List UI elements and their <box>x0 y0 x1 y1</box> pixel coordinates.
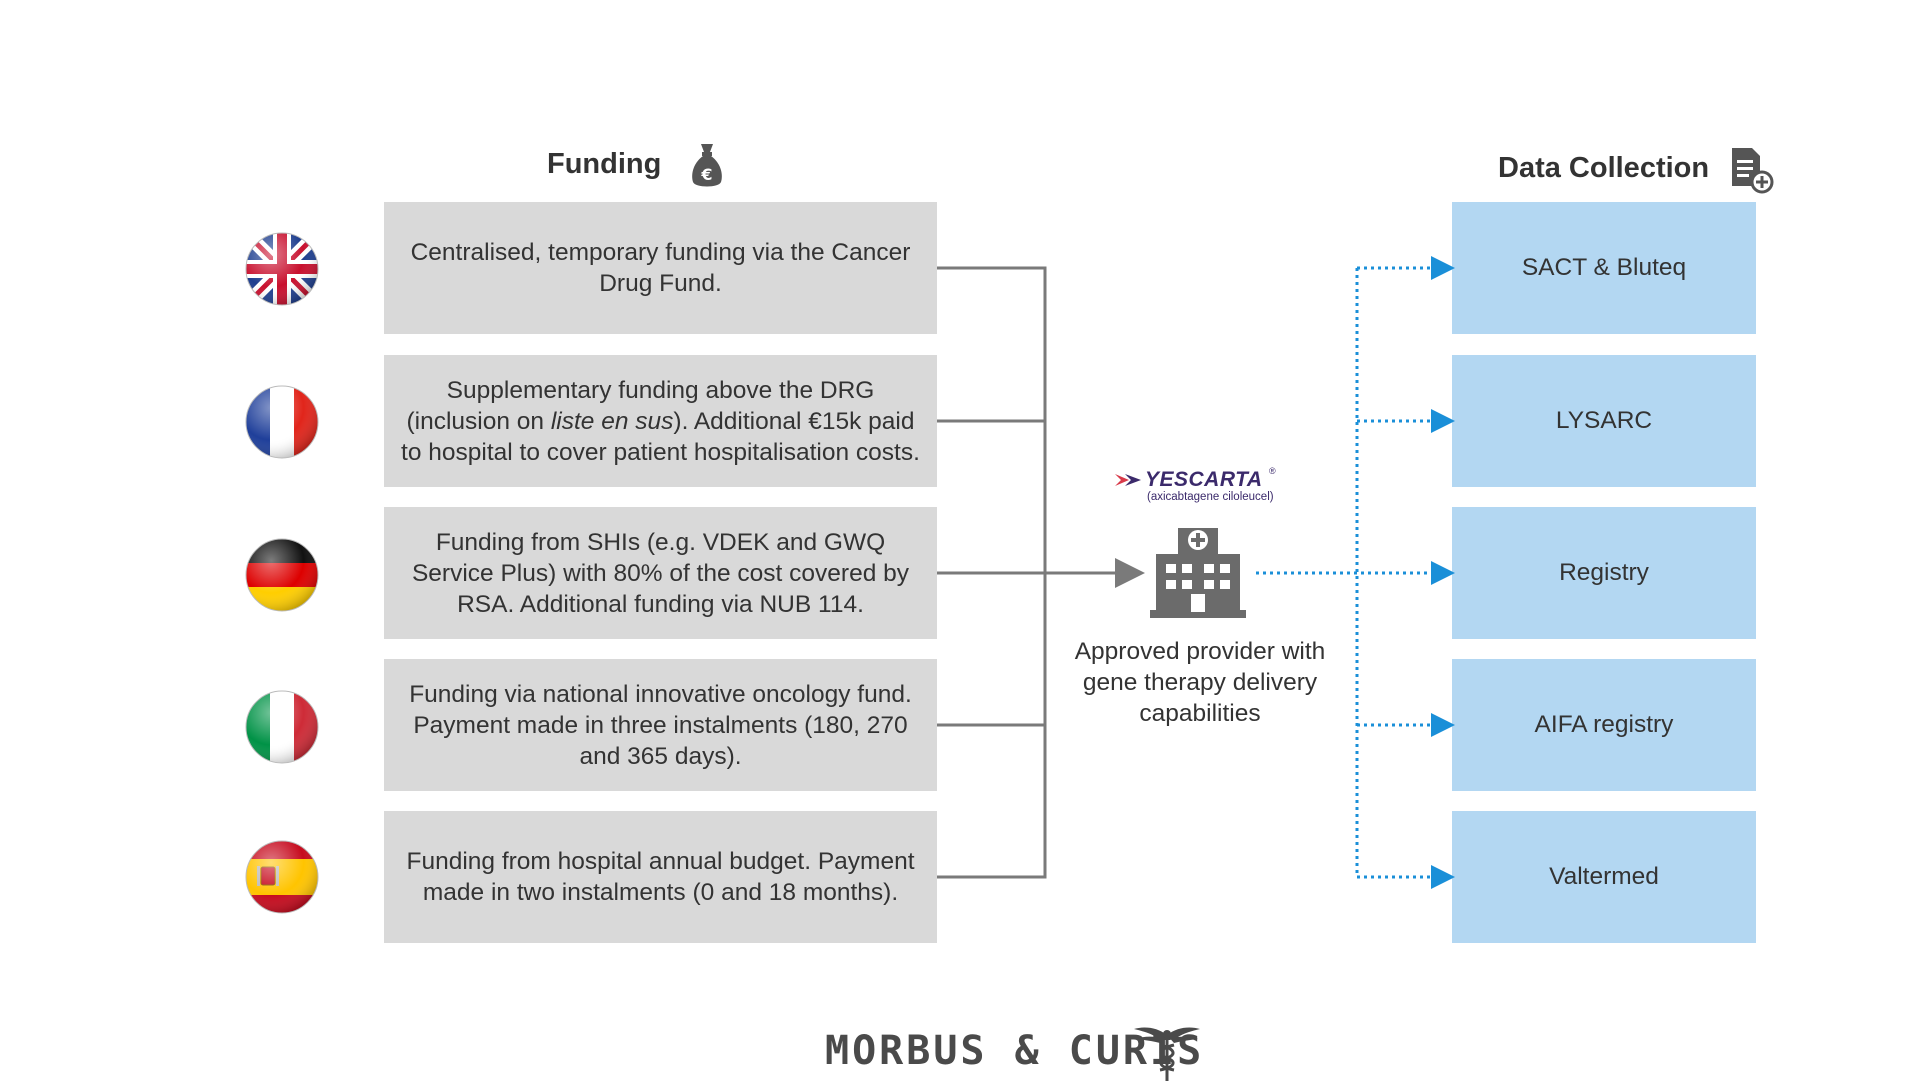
text-segment: Funding from hospital annual budget. Pay… <box>406 848 915 906</box>
text-segment: Centralised, temporary funding via the C… <box>410 239 911 297</box>
data-box-label: Registry <box>1559 559 1649 586</box>
text-segment: Supplementary funding above the DRG (inc… <box>406 376 875 435</box>
germany-flag-icon <box>245 538 319 612</box>
funding-header: Funding <box>547 148 662 180</box>
italy-flag-icon <box>245 690 319 764</box>
funding-box-spain: Funding from hospital annual budget. Pay… <box>384 811 937 943</box>
caduceus-icon <box>1134 1027 1200 1081</box>
data-box-lysarc: LYSARC <box>1452 355 1756 487</box>
data-box-label: LYSARC <box>1555 407 1653 434</box>
provider-label: Approved provider with gene therapy deli… <box>1074 638 1326 727</box>
document-add-icon <box>1732 148 1774 194</box>
funding-box-italy: Funding via national innovative oncology… <box>384 659 937 791</box>
hospital-icon <box>1150 528 1246 618</box>
data-box-sact-bluteq: SACT & Bluteq <box>1452 202 1756 334</box>
spain-flag-icon <box>245 840 319 914</box>
data-box-valtermed: Valtermed <box>1452 811 1756 943</box>
text-segment: Funding from SHIs (e.g. VDEK and GWQ Ser… <box>411 528 910 618</box>
funding-text-france: Supplementary funding above the DRG (inc… <box>400 375 921 468</box>
funding-box-germany: Funding from SHIs (e.g. VDEK and GWQ Ser… <box>384 507 937 639</box>
france-flag-icon <box>245 385 319 459</box>
uk-flag-icon <box>245 232 319 306</box>
data-box-registry: Registry <box>1452 507 1756 639</box>
data-box-aifa-registry: AIFA registry <box>1452 659 1756 791</box>
funding-box-uk: Centralised, temporary funding via the C… <box>384 202 937 334</box>
funding-text-uk: Centralised, temporary funding via the C… <box>400 237 921 299</box>
footer-logo-text: MORBUS & CURIS <box>825 1028 1205 1074</box>
brand-logo: YESCARTA ® (axicabtagene ciloleucel) <box>1115 466 1305 508</box>
svg-text:€: € <box>700 165 712 184</box>
brand-swoosh-icon <box>1115 474 1141 486</box>
text-segment: Funding via national innovative oncology… <box>409 680 912 770</box>
brand-name: YESCARTA <box>1145 468 1263 491</box>
brand-mark: ® <box>1269 466 1276 476</box>
data-collection-header: Data Collection <box>1498 152 1710 184</box>
data-box-label: SACT & Bluteq <box>1521 254 1687 281</box>
italic-term: liste en sus <box>550 407 674 435</box>
brand-subtitle: (axicabtagene ciloleucel) <box>1147 491 1274 503</box>
funding-text-spain: Funding from hospital annual budget. Pay… <box>400 846 921 908</box>
data-box-label: AIFA registry <box>1534 711 1674 738</box>
money-bag-icon: € <box>692 144 722 187</box>
funding-box-france: Supplementary funding above the DRG (inc… <box>384 355 937 487</box>
text-segment: ). Additional €15k paid to hospital to c… <box>401 407 920 466</box>
data-box-label: Valtermed <box>1549 863 1659 890</box>
funding-text-italy: Funding via national innovative oncology… <box>400 679 921 772</box>
funding-text-germany: Funding from SHIs (e.g. VDEK and GWQ Ser… <box>400 527 921 620</box>
